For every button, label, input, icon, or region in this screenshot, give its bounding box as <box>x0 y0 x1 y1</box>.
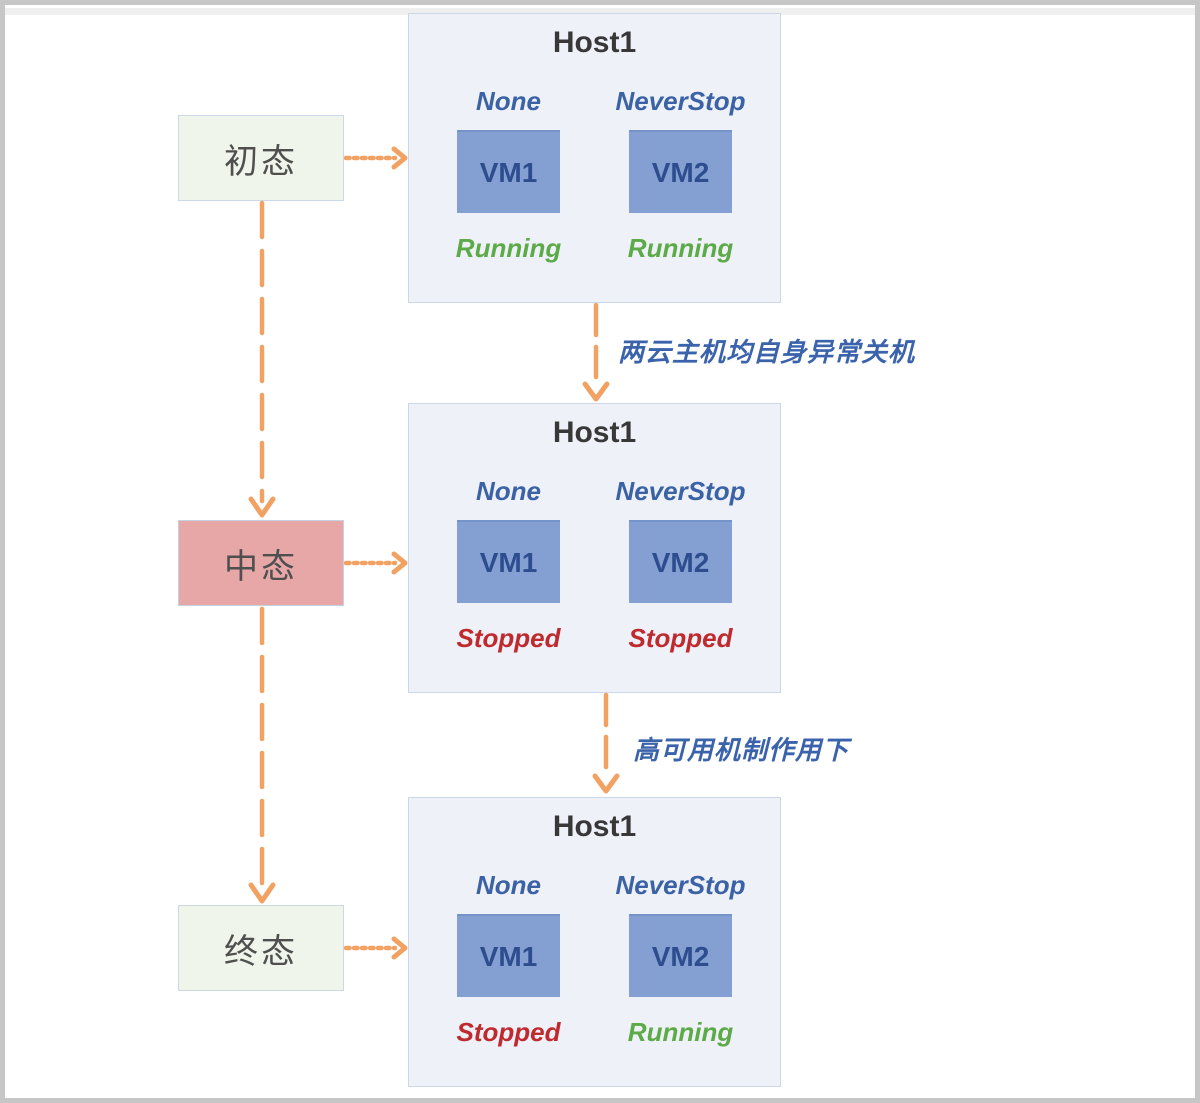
vm-policy-label: NeverStop <box>615 476 746 506</box>
transition-label-1: 两云主机均自身异常关机 <box>618 337 916 367</box>
vm-row: None VM1 Running NeverStop VM2 Running <box>455 60 746 263</box>
vm-policy-label: NeverStop <box>615 870 746 900</box>
vm-column-vm2: NeverStop VM2 Stopped <box>615 450 745 653</box>
arrow-middle-to-host2 <box>343 551 408 575</box>
arrow-final-to-host3 <box>343 936 408 960</box>
vm-box: VM1 <box>457 130 560 213</box>
host-box-3: Host1 None VM1 Stopped NeverStop VM2 Run… <box>408 797 781 1087</box>
state-label-final: 终态 <box>224 932 298 971</box>
host-title: Host1 <box>552 26 637 59</box>
vm-column-vm2: NeverStop VM2 Running <box>615 844 745 1047</box>
vm-column-vm1: None VM1 Stopped <box>457 450 561 653</box>
vm-status-label: Stopped <box>628 623 733 653</box>
arrow-host1-to-host2 <box>582 302 610 402</box>
vm-box: VM1 <box>457 914 560 997</box>
vm-column-vm1: None VM1 Stopped <box>457 844 561 1047</box>
vm-status-label: Stopped <box>456 623 561 653</box>
host-title: Host1 <box>552 416 637 449</box>
transition-label-2: 高可用机制作用下 <box>633 735 850 765</box>
top-strip-decoration <box>5 8 1195 15</box>
vm-status-label: Running <box>627 1017 734 1047</box>
state-box-final: 终态 <box>178 905 344 991</box>
state-box-initial: 初态 <box>178 115 344 201</box>
vm-box: VM1 <box>457 520 560 603</box>
vm-row: None VM1 Stopped NeverStop VM2 Running <box>457 844 746 1047</box>
vm-box: VM2 <box>629 130 732 213</box>
arrow-host2-to-host3 <box>592 692 620 794</box>
arrow-initial-to-middle <box>248 200 276 518</box>
host-title: Host1 <box>552 810 637 843</box>
state-box-middle: 中态 <box>178 520 344 606</box>
vm-row: None VM1 Stopped NeverStop VM2 Stopped <box>457 450 746 653</box>
arrow-middle-to-final <box>248 606 276 904</box>
vm-policy-label: NeverStop <box>615 86 746 116</box>
state-label-middle: 中态 <box>224 547 298 586</box>
host-box-2: Host1 None VM1 Stopped NeverStop VM2 Sto… <box>408 403 781 693</box>
vm-status-label: Running <box>455 233 562 263</box>
vm-column-vm2: NeverStop VM2 Running <box>615 60 745 263</box>
vm-policy-label: None <box>476 870 541 900</box>
state-label-initial: 初态 <box>224 142 298 181</box>
host-box-1: Host1 None VM1 Running NeverStop VM2 Run… <box>408 13 781 303</box>
vm-status-label: Running <box>627 233 734 263</box>
vm-policy-label: None <box>476 476 541 506</box>
vm-box: VM2 <box>629 520 732 603</box>
vm-box: VM2 <box>629 914 732 997</box>
arrow-initial-to-host1 <box>343 146 408 170</box>
vm-column-vm1: None VM1 Running <box>455 60 562 263</box>
vm-status-label: Stopped <box>456 1017 561 1047</box>
vm-policy-label: None <box>476 86 541 116</box>
